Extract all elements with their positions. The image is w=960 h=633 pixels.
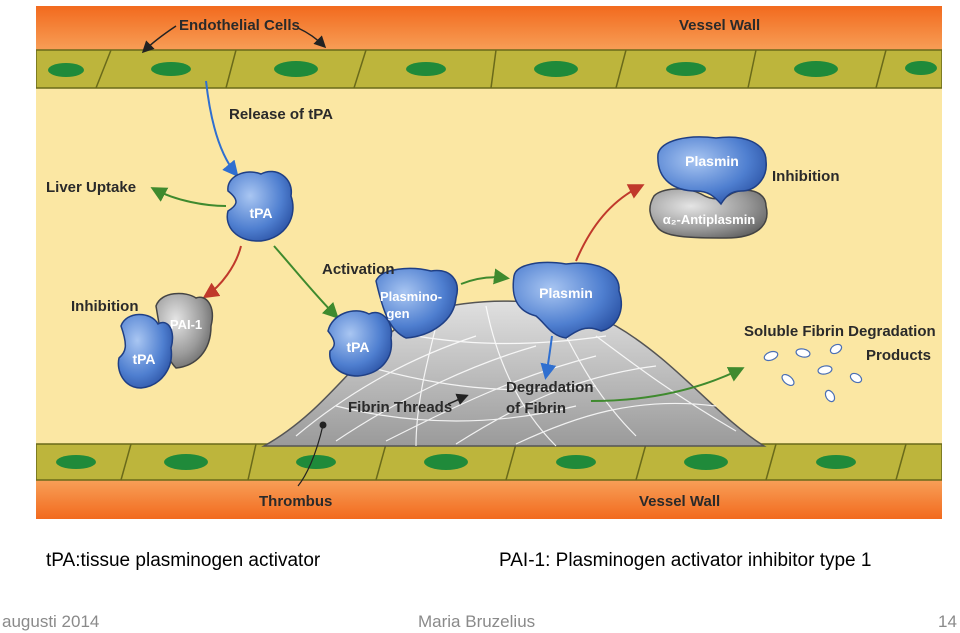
footer-date: augusti 2014 (2, 612, 100, 631)
vessel-wall-top-label: Vessel Wall (679, 17, 760, 34)
antiplasmin-label: α₂-Antiplasmin (663, 212, 756, 227)
diagram-labels: Endothelial Cells Vessel Wall Release of… (46, 17, 936, 510)
pai1-tpa-complex: PAI-1 tPA (117, 292, 213, 389)
plasmin-antiplasmin-complex: α₂-Antiplasmin Plasmin (649, 136, 768, 239)
activation-arrow (273, 245, 339, 319)
inhibition-right-arrow (575, 184, 645, 262)
pai1-label: PAI-1 (170, 317, 202, 332)
plasmin-clot-label: Plasmin (539, 285, 593, 301)
soluble-products-arrow (590, 367, 745, 402)
tpa-caption: tPA:tissue plasminogen activator (46, 550, 321, 571)
endothelium-top (36, 49, 942, 89)
vessel-wall-bottom-label: Vessel Wall (639, 493, 720, 510)
plasmin-formation-arrow (460, 268, 510, 285)
activation-label: Activation (322, 261, 395, 278)
endothelial-arrow-right (297, 27, 327, 49)
fibrin-fragments (763, 343, 863, 403)
vessel-wall-bottom (36, 476, 942, 519)
fibrin-threads-arrow (447, 393, 469, 405)
plasmin-complex-label: Plasmin (685, 153, 739, 169)
tpa-inhibited-label: tPA (132, 351, 155, 367)
tpa-free-molecule: tPA (226, 170, 294, 242)
activation-complex: Plasmino- gen tPA (327, 267, 458, 377)
tpa-activation-label: tPA (346, 339, 369, 355)
tpa-free-label: tPA (249, 205, 272, 221)
release-arrow (205, 80, 239, 178)
endothelial-arrow-left (141, 25, 177, 54)
footer-author: Maria Bruzelius (418, 612, 536, 631)
degradation-arrow (540, 335, 557, 380)
endothelial-cells-label: Endothelial Cells (179, 17, 300, 34)
release-tpa-label: Release of tPA (229, 106, 333, 123)
liver-uptake-arrow (150, 187, 227, 207)
inhibition-left-arrow (202, 245, 242, 299)
thrombus-pointer (297, 424, 324, 487)
footer-page-number: 14 (938, 612, 957, 631)
degradation-label-2: of Fibrin (506, 400, 566, 417)
degradation-label-1: Degradation (506, 379, 594, 396)
soluble-products-label-2: Products (866, 347, 931, 364)
endothelium-bottom (36, 443, 942, 481)
plasminogen-label-1: Plasmino- (380, 289, 442, 304)
fibrin-threads-label: Fibrin Threads (348, 399, 452, 416)
inhibition-left-label: Inhibition (71, 298, 138, 315)
plasminogen-label-2: gen (386, 306, 409, 321)
plasmin-clot-molecule: Plasmin (512, 261, 622, 339)
vessel-wall-top (36, 6, 942, 56)
pai1-caption: PAI-1: Plasminogen activator inhibitor t… (499, 550, 872, 571)
soluble-products-label-1: Soluble Fibrin Degradation (744, 323, 936, 340)
inhibition-right-label: Inhibition (772, 168, 839, 185)
fibrinolysis-diagram: tPA PAI-1 tPA Plasmino- gen tPA Plasmin … (36, 6, 942, 519)
thrombus-label: Thrombus (259, 493, 332, 510)
liver-uptake-label: Liver Uptake (46, 179, 136, 196)
